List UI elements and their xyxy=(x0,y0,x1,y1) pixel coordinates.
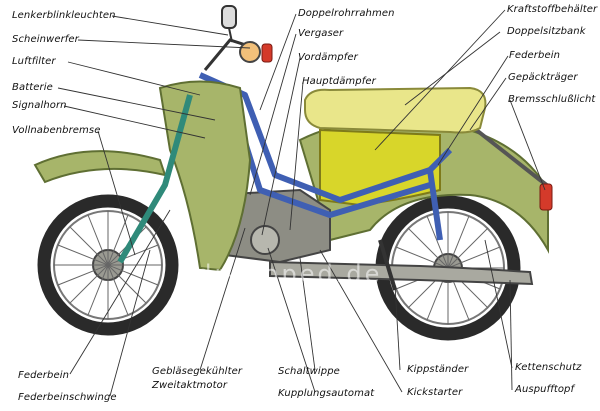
label-kupplungsautomat: Kupplungsautomat xyxy=(278,388,375,399)
label-auspufftopf: Auspufftopf xyxy=(515,384,575,395)
front-fork xyxy=(117,94,193,264)
label-kraftstoffbehaelter: Kraftstoffbehälter xyxy=(507,4,598,15)
front-fender xyxy=(33,150,167,184)
label-schaltwippe: Schaltwippe xyxy=(278,366,340,377)
label-federbein-front: Federbein xyxy=(18,370,70,381)
headlight xyxy=(239,41,261,63)
label-federbeinschwinge: Federbeinschwinge xyxy=(18,392,117,403)
label-signalhorn: Signalhorn xyxy=(12,100,67,111)
tail-light xyxy=(539,183,553,211)
label-doppelrohrrahmen: Doppelrohrrahmen xyxy=(298,8,395,19)
label-luftfilter: Luftfilter xyxy=(12,56,56,67)
double-seat xyxy=(304,86,487,134)
front-wheel xyxy=(37,194,179,336)
label-geblaese-line1: Gebläsegekühlter xyxy=(152,366,243,377)
kick-stand xyxy=(378,239,397,291)
label-batterie: Batterie xyxy=(12,82,53,93)
exhaust-muffler xyxy=(269,260,534,286)
fuel-tank xyxy=(319,128,441,207)
label-vergaser: Vergaser xyxy=(298,28,344,39)
label-lenkerblinkleuchten: Lenkerblinkleuchten xyxy=(12,10,116,21)
label-scheinwerfer: Scheinwerfer xyxy=(12,34,79,45)
leader-lines xyxy=(57,9,546,397)
label-vordaempfer: Vordämpfer xyxy=(298,52,358,63)
label-vollnabenbremse: Vollnabenbremse xyxy=(12,125,101,136)
label-bremsschlusslicht: Bremsschlußlicht xyxy=(508,94,596,105)
label-gepaecktraeger: Gepäckträger xyxy=(508,72,578,83)
label-kickstarter: Kickstarter xyxy=(407,387,463,398)
label-geblaese-line2: Zweitaktmotor xyxy=(152,380,228,391)
watermark: ddr-moped.de xyxy=(178,260,383,288)
label-kettenschutz: Kettenschutz xyxy=(515,362,582,373)
mirror xyxy=(221,5,237,29)
turn-signal xyxy=(261,43,273,63)
label-doppelsitzbank: Doppelsitzbank xyxy=(507,26,586,37)
label-federbein-rear: Federbein xyxy=(509,50,561,61)
label-hauptdaempfer: Hauptdämpfer xyxy=(302,76,376,87)
label-kippstaender: Kippständer xyxy=(407,364,469,375)
